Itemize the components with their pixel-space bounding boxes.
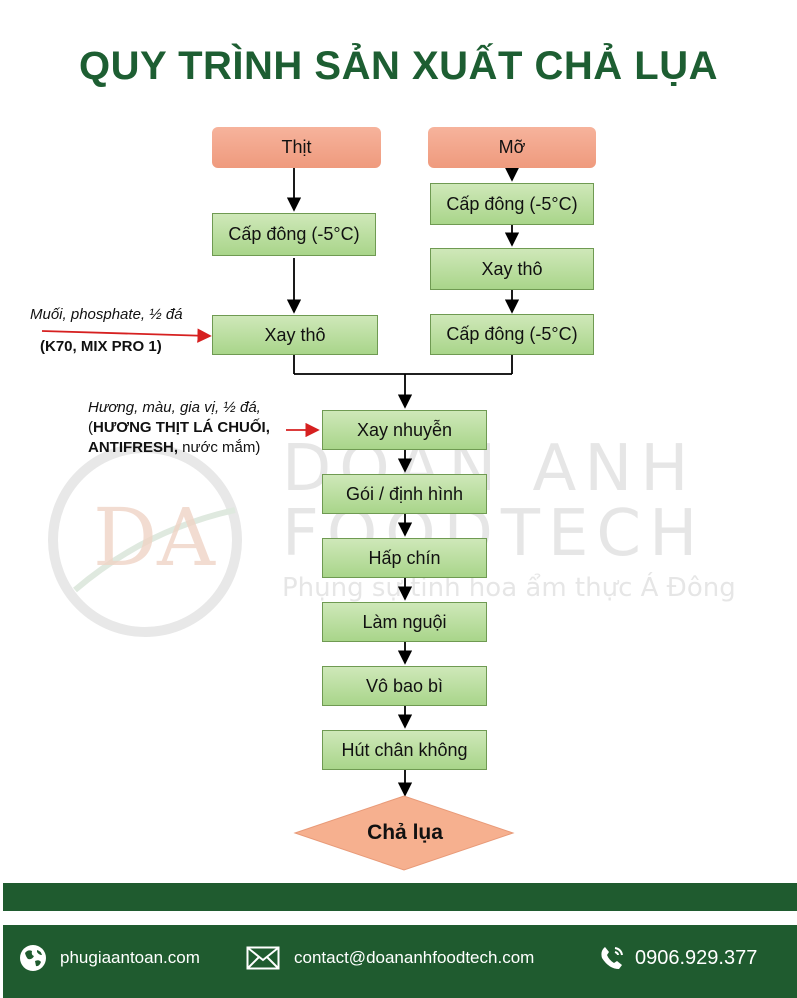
step-hut-chan-khong: Hút chân không	[322, 730, 487, 770]
note2-line2-bold: HƯƠNG THỊT LÁ CHUỐI,	[93, 419, 270, 436]
footer-email[interactable]: contact@doananhfoodtech.com	[246, 940, 534, 976]
final-diamond	[293, 795, 515, 871]
svg-text:DA: DA	[93, 491, 216, 584]
step-vo-bao-bi: Vô bao bì	[322, 666, 487, 706]
phone-text: 0906.929.377	[635, 946, 758, 969]
step-xay-nhuyen: Xay nhuyễn	[322, 410, 487, 450]
step-right-cap-dong-1: Cấp đông (-5°C)	[430, 183, 594, 225]
step-lam-nguoi: Làm nguội	[322, 602, 487, 642]
source-thit: Thịt	[212, 127, 381, 168]
note-additives-1: Muối, phosphate, ½ đá (K70, MIX PRO 1)	[30, 305, 230, 357]
step-right-cap-dong-2: Cấp đông (-5°C)	[430, 314, 594, 355]
footer-website[interactable]: phugiaantoan.com	[18, 940, 200, 976]
step-goi-dinh-hinh: Gói / định hình	[322, 474, 487, 514]
final-product-label: Chả lụa	[367, 821, 443, 844]
note2-line1: Hương, màu, gia vị, ½ đá,	[88, 399, 261, 416]
note2-line3-bold: ANTIFRESH,	[88, 439, 178, 456]
note2-open-paren: (	[88, 419, 93, 436]
footer-contact-band	[3, 925, 797, 998]
page-title: QUY TRÌNH SẢN XUẤT CHẢ LỤA	[79, 44, 718, 88]
step-hap-chin: Hấp chín	[322, 538, 487, 578]
note1-line2: (K70, MIX PRO 1)	[40, 338, 162, 355]
source-mo: Mỡ	[428, 127, 596, 168]
watermark-tagline: Phụng sự tinh hoa ẩm thực Á Đông	[282, 573, 736, 603]
note1-line1: Muối, phosphate, ½ đá	[30, 306, 183, 323]
note-additives-2: Hương, màu, gia vị, ½ đá, (HƯƠNG THỊT LÁ…	[88, 398, 308, 458]
note2-line3-rest: nước mắm)	[178, 439, 261, 456]
website-text: phugiaantoan.com	[60, 948, 200, 967]
step-left-xay-tho: Xay thô	[212, 315, 378, 355]
globe-icon	[20, 945, 46, 971]
arrow-note1	[41, 328, 212, 343]
watermark-logo: DA	[48, 443, 242, 637]
envelope-icon	[246, 946, 280, 970]
step-left-cap-dong: Cấp đông (-5°C)	[212, 213, 376, 256]
phone-icon	[601, 947, 623, 969]
footer-phone[interactable]: 0906.929.377	[597, 940, 757, 976]
email-text: contact@doananhfoodtech.com	[294, 948, 535, 967]
footer-top-band	[3, 883, 797, 911]
step-right-xay-tho: Xay thô	[430, 248, 594, 290]
